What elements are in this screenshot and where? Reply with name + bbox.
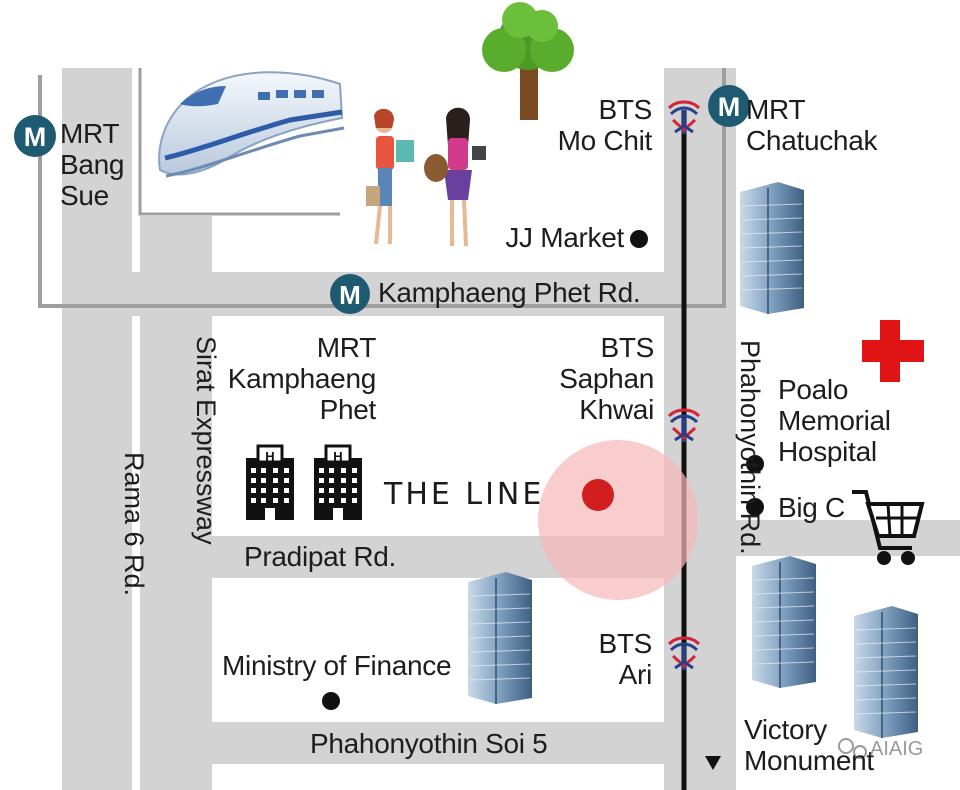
direction-arrow (705, 756, 721, 770)
ministry-dot (322, 692, 340, 710)
mrt-chatuchak-line-2: Chatuchak (746, 125, 878, 156)
victory-monument-line-2: Monument (744, 745, 874, 776)
rama-6-road-label: Rama 6 Rd. (119, 452, 149, 597)
mrt-kamphaeng-phet-label: MRT Kamphaeng Phet (200, 332, 377, 425)
watermark-text: AIAIG (870, 738, 924, 760)
road-right-side (736, 520, 960, 556)
building-icon-ministry (467, 571, 533, 705)
big-c-label: Big C (778, 492, 845, 523)
mrt-kamphaeng-phet-line-3: Phet (319, 394, 377, 425)
bts-mo-chit-line-1: BTS (598, 94, 652, 125)
sirat-expressway-label: Sirat Expressway (191, 336, 221, 545)
hotel-icon-1-letter: H (265, 449, 274, 464)
mrt-bang-sue-label: MRT Bang Sue (60, 118, 125, 211)
mrt-bang-sue-line-1: MRT (60, 118, 120, 149)
big-c-dot (746, 498, 764, 516)
kamphaeng-phet-road-label: Kamphaeng Phet Rd. (378, 277, 641, 308)
mrt-badge-letter: M (718, 92, 741, 122)
hospital-cross-icon (862, 320, 924, 382)
mrt-line-inner (138, 68, 340, 216)
phahonyothin-road-label: Phahonyothin Rd. (735, 340, 765, 555)
bts-ari-line-2: Ari (618, 659, 653, 690)
hospital-label: Poalo Memorial Hospital (778, 374, 891, 467)
bts-saphan-khwai-line-3: Khwai (579, 394, 654, 425)
park-tree-icon (482, 2, 574, 120)
hotel-icon-2-letter: H (333, 449, 342, 464)
bts-ari-label: BTS Ari (560, 628, 652, 690)
mrt-bang-sue-line-2: Bang (60, 149, 125, 180)
watermark-icon (838, 738, 867, 759)
building-icon-chatuchak (739, 181, 805, 315)
mrt-badge-icon-bang-sue: M (14, 115, 56, 157)
hospital-line-2: Memorial (778, 405, 891, 436)
hospital-line-3: Hospital (778, 436, 877, 467)
mrt-badge-icon-chatuchak: M (708, 85, 750, 127)
project-highlight-zone (538, 440, 698, 600)
mrt-badge-letter: M (339, 280, 361, 310)
project-name-label: THE LINE (384, 477, 545, 512)
pradipat-road-label: Pradipat Rd. (244, 541, 397, 572)
victory-monument-line-1: Victory (744, 714, 827, 745)
mrt-bang-sue-line-3: Sue (60, 180, 109, 211)
bts-mo-chit-label: BTS Mo Chit (540, 94, 653, 156)
bts-saphan-khwai-line-2: Saphan (559, 363, 654, 394)
ministry-of-finance-label: Ministry of Finance (222, 650, 452, 681)
hospital-line-1: Poalo (778, 374, 849, 405)
hospital-dot (746, 455, 764, 473)
phahonyothin-soi5-label: Phahonyothin Soi 5 (310, 728, 548, 759)
road-phahonyothin-soi5 (212, 722, 664, 764)
jj-market-dot (630, 230, 648, 248)
mrt-kamphaeng-phet-line-1: MRT (316, 332, 377, 363)
shopping-cart-icon (852, 490, 925, 565)
mrt-badge-icon-kamphaeng-phet: M (330, 274, 370, 314)
shoppers-icon (366, 107, 486, 247)
mrt-line (38, 68, 726, 308)
project-marker (582, 479, 614, 511)
jj-market-label: JJ Market (505, 222, 624, 253)
building-icon-victory-1 (751, 555, 817, 689)
road-rama-6 (62, 68, 132, 790)
bts-ari-line-1: BTS (598, 628, 652, 659)
bts-saphan-khwai-line-1: BTS (600, 332, 654, 363)
mrt-chatuchak-label: MRT Chatuchak (746, 94, 877, 156)
mrt-chatuchak-line-1: MRT (746, 94, 806, 125)
victory-monument-label: Victory Monument (744, 714, 874, 776)
train-icon (158, 71, 345, 178)
bts-mo-chit-line-2: Mo Chit (557, 125, 653, 156)
mrt-badge-letter: M (24, 122, 47, 152)
bts-saphan-khwai-label: BTS Saphan Khwai (530, 332, 654, 425)
mrt-kamphaeng-phet-line-2: Kamphaeng (227, 363, 377, 394)
